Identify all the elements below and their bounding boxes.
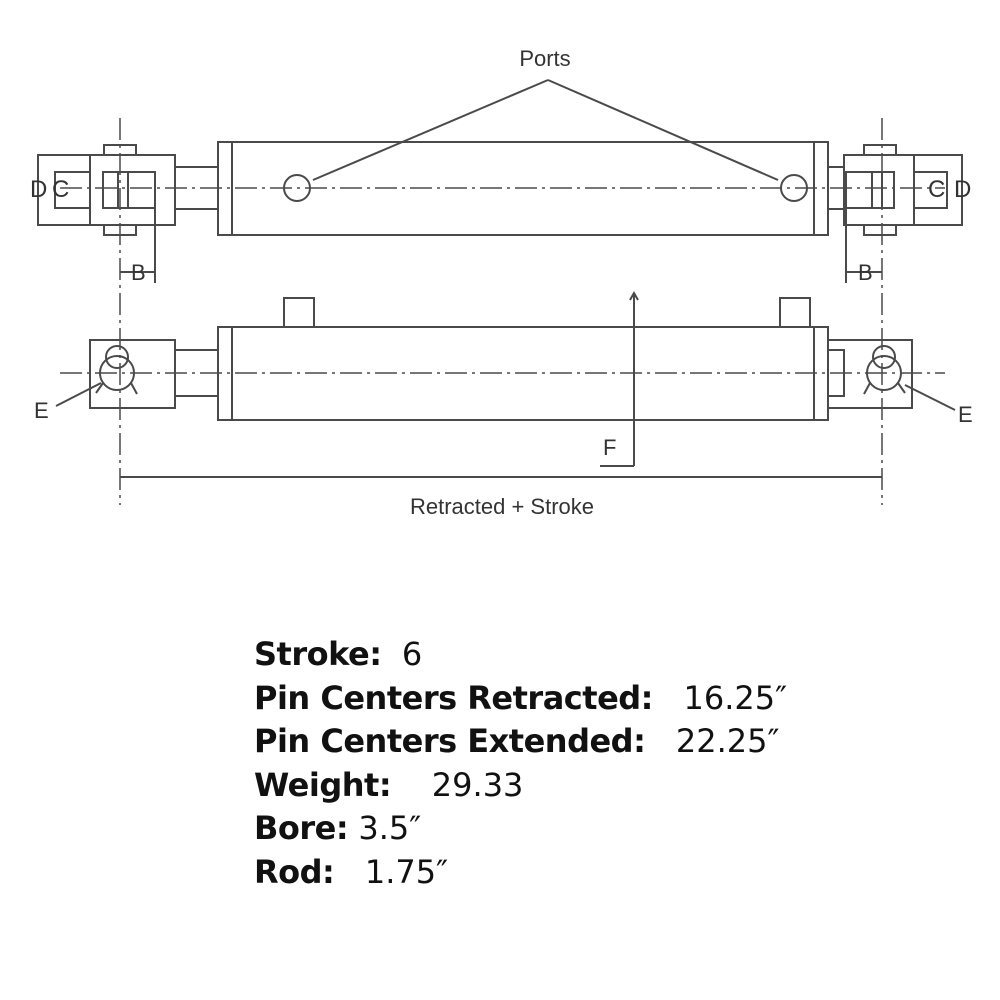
dim-b-right: B: [858, 260, 873, 285]
spec-value: 6: [401, 635, 423, 673]
dim-c-right: C: [928, 176, 945, 203]
side-view: [55, 290, 956, 478]
spec-value: 16.25″: [683, 678, 788, 717]
ports-label: Ports: [519, 46, 570, 71]
dim-b-left: B: [131, 260, 146, 285]
dim-f: F: [603, 435, 616, 460]
spec-value: 29.33: [431, 765, 524, 804]
spec-pin-centers-retracted: Pin Centers Retracted: 16.25″: [254, 677, 954, 721]
top-clevis-right: [843, 144, 915, 236]
dim-d-right: D: [954, 176, 971, 203]
spec-value: 1.75″: [364, 852, 449, 891]
spec-label: Rod:: [254, 852, 335, 891]
spec-weight: Weight: 29.33: [254, 764, 954, 808]
dim-d-left: D: [30, 176, 47, 203]
spec-value: 3.5″: [358, 809, 422, 847]
dim-e-right: E: [958, 402, 973, 427]
port-boss-left: [283, 297, 315, 328]
pin-right-icon: [863, 345, 906, 395]
spec-value: 22.25″: [675, 722, 780, 760]
spec-rod: Rod: 1.75″: [254, 851, 954, 895]
side-clevis-left: [89, 339, 176, 409]
side-clevis-right: [827, 339, 913, 409]
pin-left-icon: [95, 345, 138, 395]
spec-label: Stroke:: [254, 635, 382, 673]
dim-e-left: E: [34, 398, 49, 423]
spec-label: Weight:: [254, 765, 392, 804]
port-boss-right: [779, 297, 811, 328]
top-clevis-left: [89, 144, 176, 236]
spec-list: Stroke: 6 Pin Centers Retracted: 16.25″ …: [254, 633, 954, 894]
spec-pin-centers-extended: Pin Centers Extended: 22.25″: [254, 720, 954, 764]
top-view: [37, 79, 963, 283]
spec-label: Pin Centers Retracted:: [254, 678, 653, 717]
spec-bore: Bore: 3.5″: [254, 807, 954, 851]
spec-label: Pin Centers Extended:: [254, 722, 646, 760]
spec-label: Bore:: [254, 809, 349, 847]
dim-c-left: C: [52, 176, 69, 203]
cylinder-diagram: Ports D C C D B B E E F Retracted + Stro…: [30, 46, 973, 519]
spec-stroke: Stroke: 6: [254, 633, 954, 677]
length-label: Retracted + Stroke: [410, 494, 594, 519]
